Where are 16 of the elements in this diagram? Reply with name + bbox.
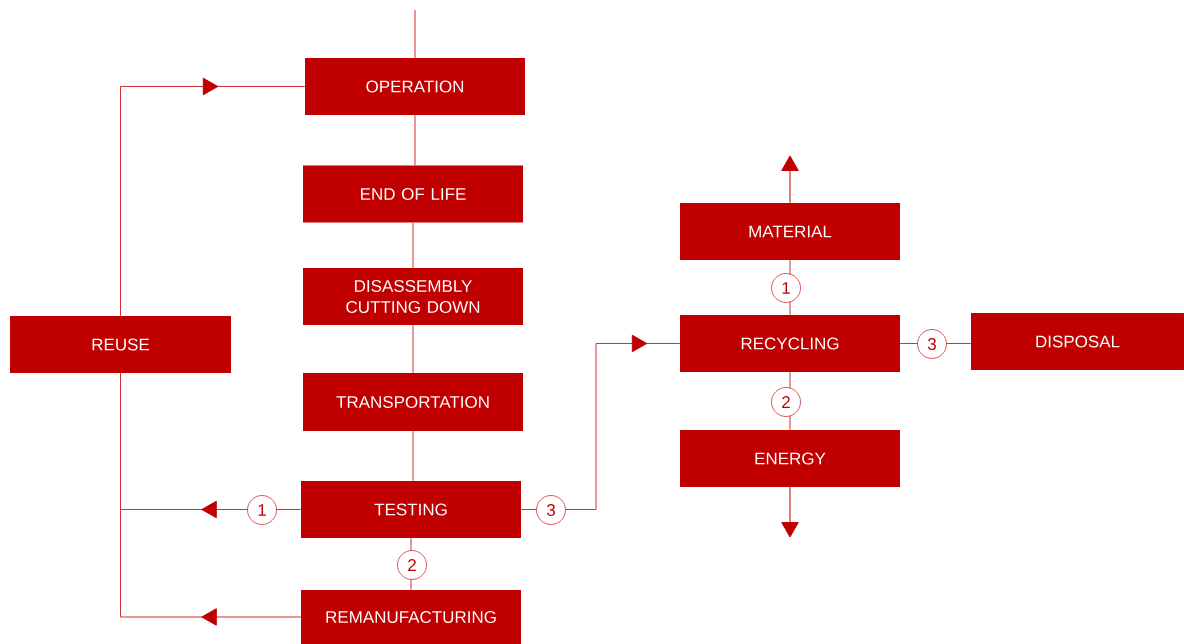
- process-box: TESTING: [301, 481, 521, 538]
- process-box: ENERGY: [680, 430, 900, 487]
- arrow: [781, 486, 799, 538]
- arrow: [120, 372, 302, 626]
- process-box: RECYCLING: [680, 315, 900, 372]
- arrow: [781, 155, 799, 204]
- process-box: DISPOSAL: [971, 313, 1184, 370]
- process-box: REMANUFACTURING: [301, 590, 521, 644]
- arrow: [120, 77, 306, 317]
- process-box: TRANSPORTATION: [303, 373, 523, 431]
- process-box: DISASSEMBLY CUTTING DOWN: [303, 268, 523, 325]
- process-box: REUSE: [10, 316, 231, 373]
- process-box: END OF LIFE: [303, 165, 523, 223]
- process-box: MATERIAL: [680, 203, 900, 260]
- process-box: OPERATION: [305, 58, 525, 115]
- arrow: [520, 334, 681, 510]
